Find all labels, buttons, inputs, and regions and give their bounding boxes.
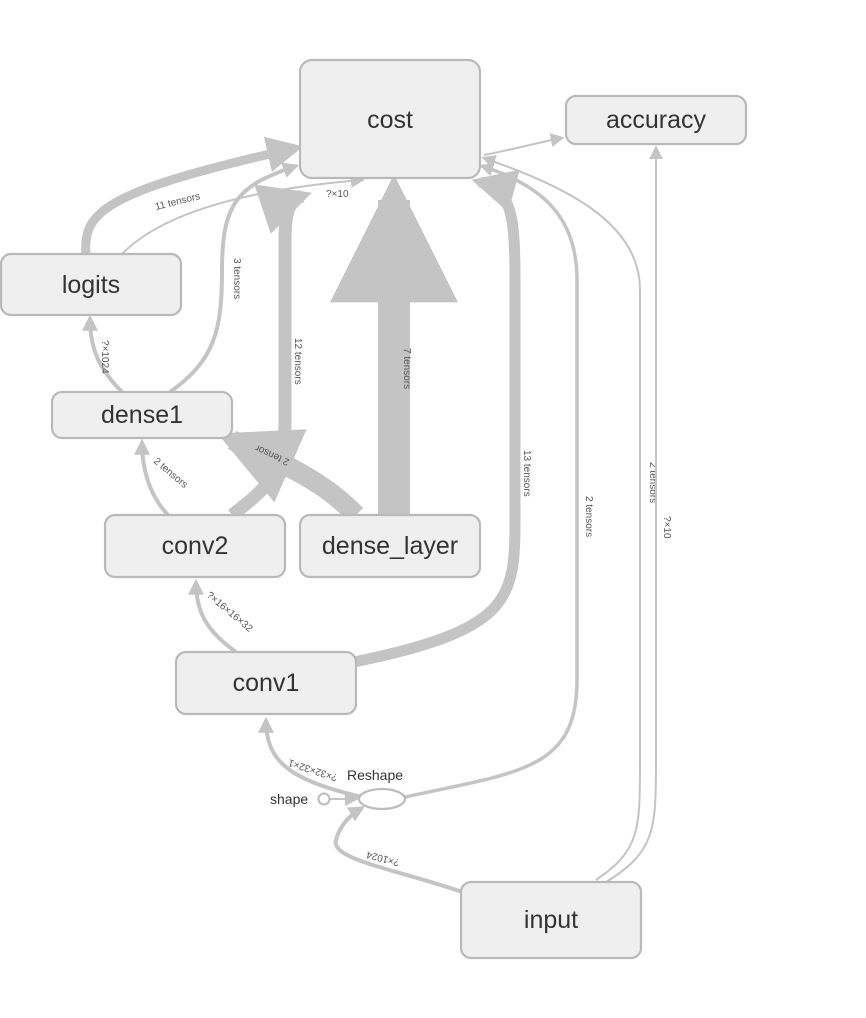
edge-label-dense1-to-logits: ?×1024 (99, 340, 110, 374)
edge-label-conv2-to-dense1: 2 tensors (151, 456, 190, 491)
edge-logits-to-cost[interactable] (81, 136, 304, 255)
node-conv1-label: conv1 (233, 669, 300, 697)
edge-label-dense1-to-cost: 3 tensors (231, 258, 242, 299)
edge-reshape-to-conv1[interactable] (258, 716, 363, 799)
edge-reshape-to-cost[interactable] (404, 162, 579, 799)
edge-label-logits-to-cost-thin: ?×10 (326, 189, 349, 200)
edge-input-to-accuracy-a[interactable] (481, 155, 641, 881)
edge-label-input-to-accuracy-a: 2 tensors (647, 462, 658, 503)
edge-input-to-accuracy-b[interactable] (605, 145, 663, 883)
edge-logits-to-cost-thin[interactable] (121, 173, 365, 255)
edge-label-conv2-to-cost: 12 tensors (292, 338, 303, 385)
node-reshape-label: Reshape (347, 767, 403, 783)
edge-conv1-to-cost[interactable] (352, 169, 521, 668)
node-shape-label: shape (270, 791, 308, 807)
node-conv2-label: conv2 (162, 532, 229, 560)
edge-input-to-reshape[interactable] (333, 806, 463, 894)
node-input[interactable]: input (459, 880, 643, 960)
node-conv1[interactable]: conv1 (174, 650, 358, 716)
node-accuracy-label: accuracy (606, 106, 707, 134)
node-logits[interactable]: logits (0, 252, 183, 317)
edge-label-conv1-to-cost: 13 tensors (521, 450, 532, 497)
shape-constant-icon (317, 792, 331, 806)
edge-dense1-to-logits[interactable] (82, 314, 124, 394)
edge-label-logits-to-cost: 11 tensors (154, 191, 201, 213)
edge-label-input-to-accuracy-b: ?×10 (661, 516, 672, 539)
node-reshape[interactable]: Reshape (347, 767, 407, 811)
reshape-op-icon (357, 787, 407, 811)
edge-label-reshape-to-cost: 2 tensors (583, 496, 594, 537)
node-accuracy[interactable]: accuracy (564, 94, 748, 146)
node-input-label: input (524, 906, 578, 934)
edge-conv1-to-conv2[interactable] (188, 578, 238, 654)
node-conv2[interactable]: conv2 (103, 513, 287, 579)
node-dense1-label: dense1 (101, 401, 183, 429)
edge-label-reshape-to-conv1: ?×32×32×1 (287, 756, 339, 782)
edge-dense1-to-cost[interactable] (168, 162, 300, 394)
node-dense1[interactable]: dense1 (50, 390, 234, 440)
node-cost[interactable]: cost (298, 58, 482, 180)
edge-conv2-to-dense1[interactable] (134, 438, 170, 517)
edge-label-dense-layer-to-cost: 7 tensors (401, 348, 412, 389)
node-shape[interactable]: shape (270, 791, 331, 807)
node-cost-label: cost (367, 106, 413, 134)
edge-cost-to-accuracy[interactable] (483, 133, 565, 156)
node-dense-layer-label: dense_layer (322, 532, 458, 560)
edge-dense-layer-to-dense1[interactable] (217, 429, 364, 522)
node-dense-layer[interactable]: dense_layer (298, 513, 482, 579)
node-logits-label: logits (62, 271, 120, 299)
